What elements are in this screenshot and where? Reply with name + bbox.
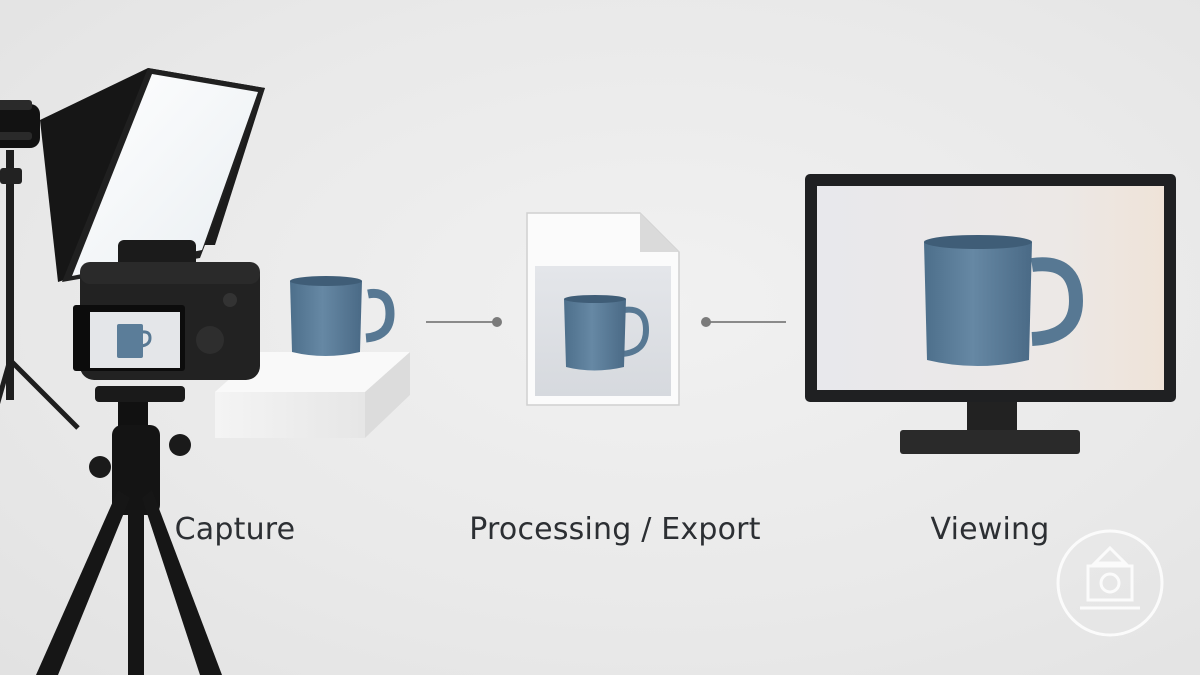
image-file-icon bbox=[526, 212, 680, 406]
stage-label-processing: Processing / Export bbox=[469, 512, 761, 547]
connector-processing-to-viewing bbox=[701, 317, 786, 327]
blue-mug-icon bbox=[290, 276, 395, 356]
pedestal bbox=[215, 352, 410, 438]
connector-capture-to-processing bbox=[426, 317, 502, 327]
stage-label-capture: Capture bbox=[174, 512, 296, 547]
camera-emblem-icon bbox=[1056, 529, 1164, 637]
tripod-icon bbox=[36, 386, 222, 675]
softbox-light-icon bbox=[0, 68, 265, 282]
dslr-camera-icon bbox=[73, 240, 260, 380]
monitor-icon bbox=[805, 174, 1176, 454]
light-stand bbox=[0, 150, 80, 430]
stage-label-viewing: Viewing bbox=[930, 512, 1050, 547]
